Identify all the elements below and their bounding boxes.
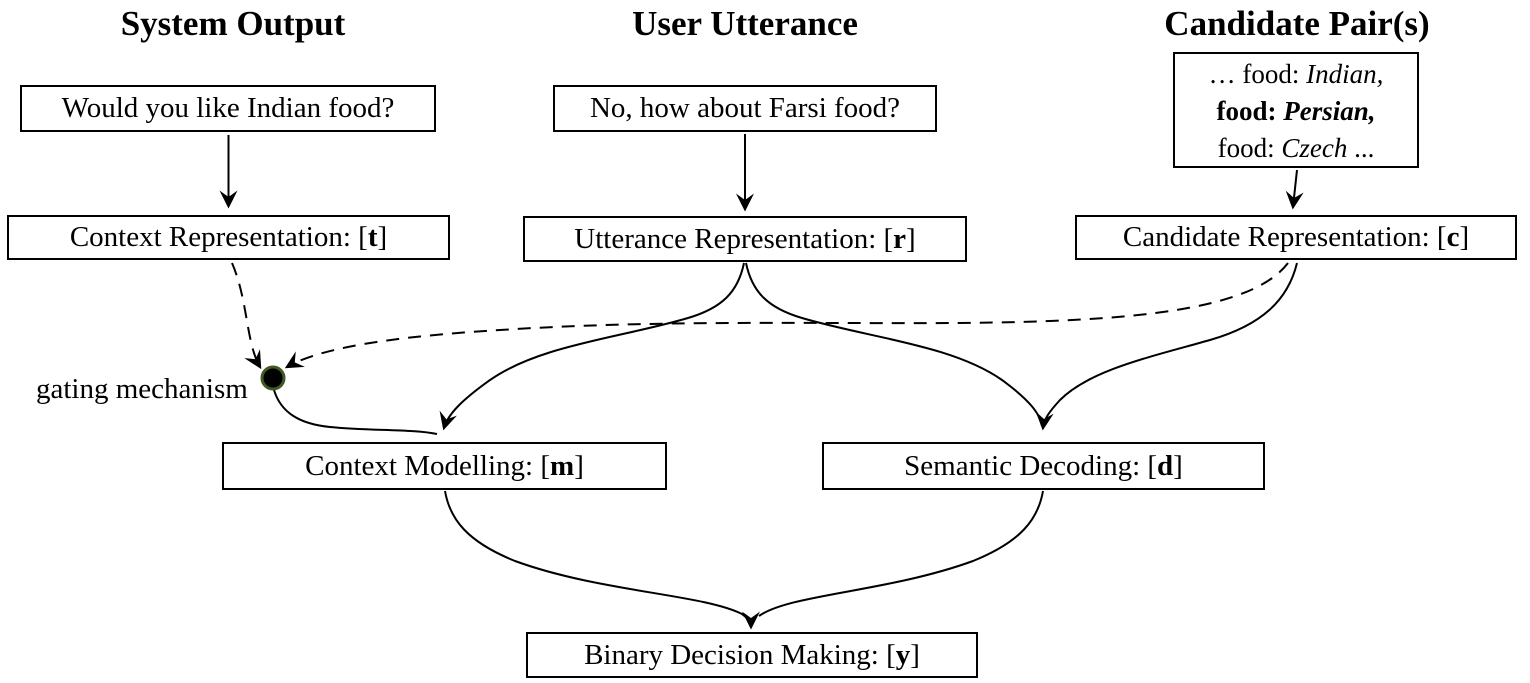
dashed-arrow-candidate-rep-to-gate xyxy=(284,262,1289,369)
semantic-decoding-label: Semantic Decoding: [ xyxy=(904,449,1158,482)
context-modelling-close: ] xyxy=(574,449,584,482)
dashed-arrow-context-rep-to-gate xyxy=(231,262,262,370)
context-modelling-label: Context Modelling: [ xyxy=(305,449,551,482)
context-representation-var: t xyxy=(367,221,378,253)
candidate-line-3-label: food: xyxy=(1217,132,1282,163)
user-utterance-box: No, how about Farsi food? xyxy=(553,85,937,132)
arrow-candidates-to-candidate-rep xyxy=(1285,169,1304,210)
system-output-box: Would you like Indian food? xyxy=(20,85,436,132)
candidate-line-2: food: Persian, xyxy=(1216,93,1375,130)
curve-gate-to-context-modelling xyxy=(273,389,438,435)
binary-decision-close: ] xyxy=(910,638,920,671)
utterance-representation-close: ] xyxy=(906,222,916,255)
user-utterance-text: No, how about Farsi food? xyxy=(589,92,901,124)
system-output-text: Would you like Indian food? xyxy=(61,92,395,124)
curve-context-modelling-to-binary xyxy=(444,490,760,630)
column-title-user-utterance: User Utterance xyxy=(632,4,858,43)
candidate-line-3-value: Czech xyxy=(1281,132,1348,163)
curve-utterance-rep-to-context-modelling xyxy=(439,262,745,431)
gating-mechanism-dot xyxy=(260,365,286,391)
binary-decision-box: Binary Decision Making: [y] xyxy=(526,632,978,678)
candidate-line-1-label: … food: xyxy=(1208,58,1307,89)
utterance-representation-var: r xyxy=(893,222,907,255)
candidate-representation-label: Candidate Representation: [ xyxy=(1122,221,1447,253)
context-representation-close: ] xyxy=(377,221,388,253)
candidate-line-2-value: Persian, xyxy=(1283,95,1376,126)
binary-decision-var: y xyxy=(895,638,911,671)
candidate-line-1-value: Indian, xyxy=(1306,58,1384,89)
candidate-line-3: food: Czech ... xyxy=(1218,130,1375,167)
context-modelling-var: m xyxy=(550,449,575,482)
binary-decision-label: Binary Decision Making: [ xyxy=(584,638,896,671)
curve-candidate-rep-to-semantic-decoding xyxy=(1035,262,1298,431)
column-title-candidate-pairs: Candidate Pair(s) xyxy=(1164,4,1430,43)
semantic-decoding-box: Semantic Decoding: [d] xyxy=(822,442,1265,490)
candidate-line-3-ellipsis: ... xyxy=(1347,132,1375,163)
candidate-representation-box: Candidate Representation: [c] xyxy=(1075,215,1517,260)
candidate-representation-var: c xyxy=(1446,221,1460,253)
utterance-representation-label: Utterance Representation: [ xyxy=(574,222,894,255)
candidate-line-2-label: food: xyxy=(1216,95,1284,126)
utterance-representation-box: Utterance Representation: [r] xyxy=(523,216,967,262)
column-title-system-output: System Output xyxy=(120,4,346,43)
context-modelling-box: Context Modelling: [m] xyxy=(222,442,667,490)
curve-semantic-decoding-to-binary xyxy=(758,490,1044,617)
candidate-pairs-box: … food: Indian, food: Persian, food: Cze… xyxy=(1173,52,1419,168)
curve-utterance-rep-to-semantic-decoding xyxy=(745,262,1043,427)
context-representation-box: Context Representation: [t] xyxy=(7,215,450,260)
candidate-line-1: … food: Indian, xyxy=(1209,56,1384,93)
gating-mechanism-label: gating mechanism xyxy=(36,373,248,405)
semantic-decoding-close: ] xyxy=(1173,449,1183,482)
candidate-representation-close: ] xyxy=(1459,221,1470,253)
semantic-decoding-var: d xyxy=(1157,449,1174,482)
context-representation-label: Context Representation: [ xyxy=(69,221,368,253)
